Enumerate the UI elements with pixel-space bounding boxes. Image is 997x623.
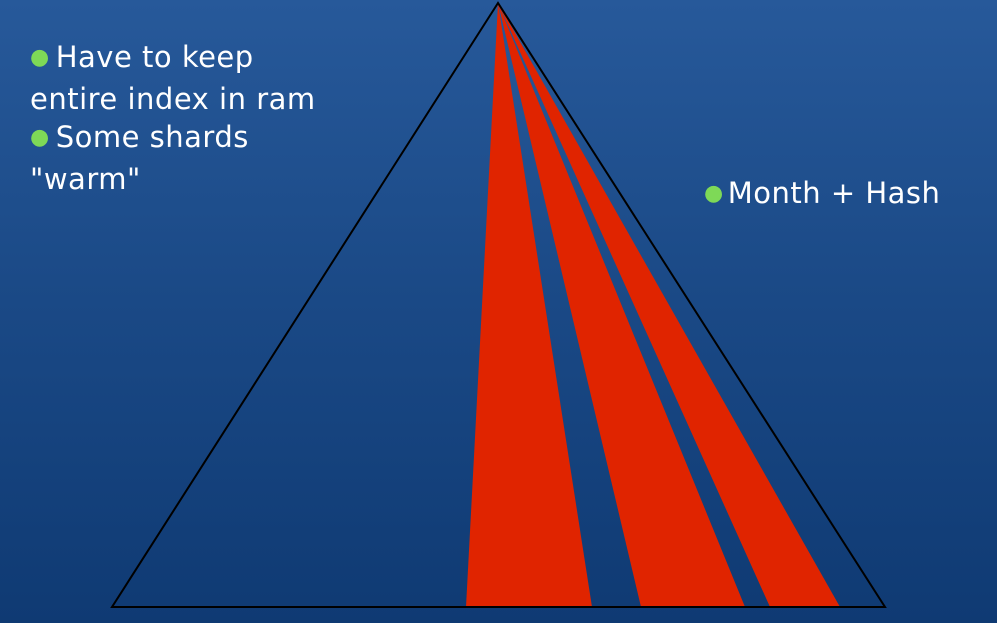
shard-2 xyxy=(498,3,745,607)
bullet-text: Some shards xyxy=(55,120,249,154)
shard-3 xyxy=(498,3,840,607)
bullet-item-warm-shards: ●Some shards "warm" xyxy=(30,118,316,198)
bullet-dot-icon: ● xyxy=(30,125,50,150)
bullet-dot-icon: ● xyxy=(704,181,724,206)
bullet-text-continuation: "warm" xyxy=(30,162,141,196)
left-bullet-list: ●Have to keep entire index in ram ●Some … xyxy=(30,38,316,198)
bullet-dot-icon: ● xyxy=(30,45,50,70)
bullet-text: Have to keep xyxy=(55,40,254,74)
shard-1 xyxy=(466,3,592,607)
bullet-text: Month + Hash xyxy=(727,176,941,210)
bullet-item-ram: ●Have to keep entire index in ram xyxy=(30,38,316,118)
bullet-text-continuation: entire index in ram xyxy=(30,82,316,116)
right-bullet-list: ●Month + Hash xyxy=(704,174,940,216)
triangle-outline xyxy=(110,1,887,608)
bullet-item-month-hash: ●Month + Hash xyxy=(704,174,940,216)
shards xyxy=(466,3,840,607)
